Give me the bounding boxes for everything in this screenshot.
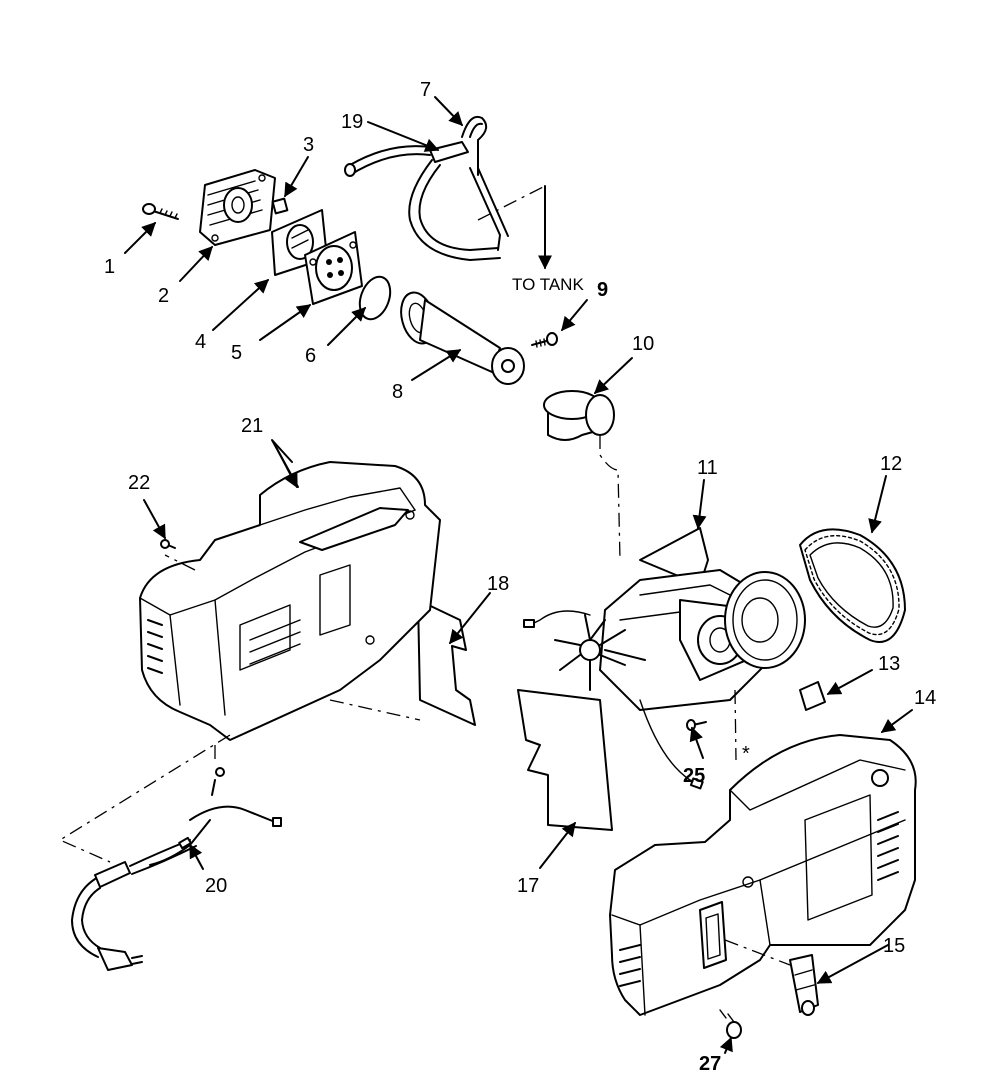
part-1-screw <box>142 203 179 220</box>
callout-10: 10 <box>632 333 654 355</box>
callout-19: 19 <box>341 111 363 133</box>
part-20-power-cord <box>58 734 282 971</box>
part-13-block <box>799 681 826 711</box>
part-3-fitting <box>271 197 289 215</box>
part-11-motor-assembly <box>523 527 806 790</box>
part-6-o-ring <box>358 275 392 321</box>
asterisk-note: * <box>742 743 750 765</box>
callout-4: 4 <box>195 331 206 353</box>
part-14-front-shroud <box>609 734 917 1016</box>
part-17-baffle <box>517 689 613 831</box>
part-21-rear-shroud <box>139 461 441 741</box>
part-9-screw <box>531 332 558 348</box>
callout-9: 9 <box>597 279 608 301</box>
callout-5: 5 <box>231 342 242 364</box>
part-18-baffle <box>417 599 476 726</box>
callout-8: 8 <box>392 381 403 403</box>
callout-13: 13 <box>878 653 900 675</box>
to-tank-indicator: TO TANK <box>477 185 584 294</box>
callout-2: 2 <box>158 285 169 307</box>
part-2-cylinder-head <box>199 169 276 246</box>
part-25-screw: * <box>686 689 750 765</box>
part-8-connecting-rod <box>400 291 525 385</box>
callout-21: 21 <box>241 415 263 437</box>
part-7-19-outlet-tube <box>344 115 509 261</box>
part-15-switch <box>724 939 819 1016</box>
callout-17: 17 <box>517 875 539 897</box>
part-12-belt <box>799 528 906 643</box>
part-5-gasket <box>304 231 363 305</box>
callout-15: 15 <box>883 935 905 957</box>
callout-1: 1 <box>104 256 115 278</box>
callout-labels: 1 2 3 4 5 6 7 8 9 10 11 12 13 14 15 17 1… <box>104 79 936 1075</box>
part-22-screw <box>160 539 176 549</box>
leader-lines <box>124 96 913 1054</box>
callout-7: 7 <box>420 79 431 101</box>
callout-27: 27 <box>699 1053 721 1075</box>
callout-11: 11 <box>697 457 718 479</box>
callout-14: 14 <box>914 687 936 709</box>
part-10-cylinder-sleeve <box>543 390 621 561</box>
callout-6: 6 <box>305 345 316 367</box>
callout-18: 18 <box>487 573 509 595</box>
to-tank-label: TO TANK <box>512 275 584 294</box>
callout-25: 25 <box>683 765 705 787</box>
callout-22: 22 <box>128 472 150 494</box>
callout-12: 12 <box>880 453 902 475</box>
callout-3: 3 <box>303 134 314 156</box>
cooling-fan <box>554 614 626 691</box>
callout-20: 20 <box>205 875 227 897</box>
part-27-screw <box>719 1009 742 1039</box>
